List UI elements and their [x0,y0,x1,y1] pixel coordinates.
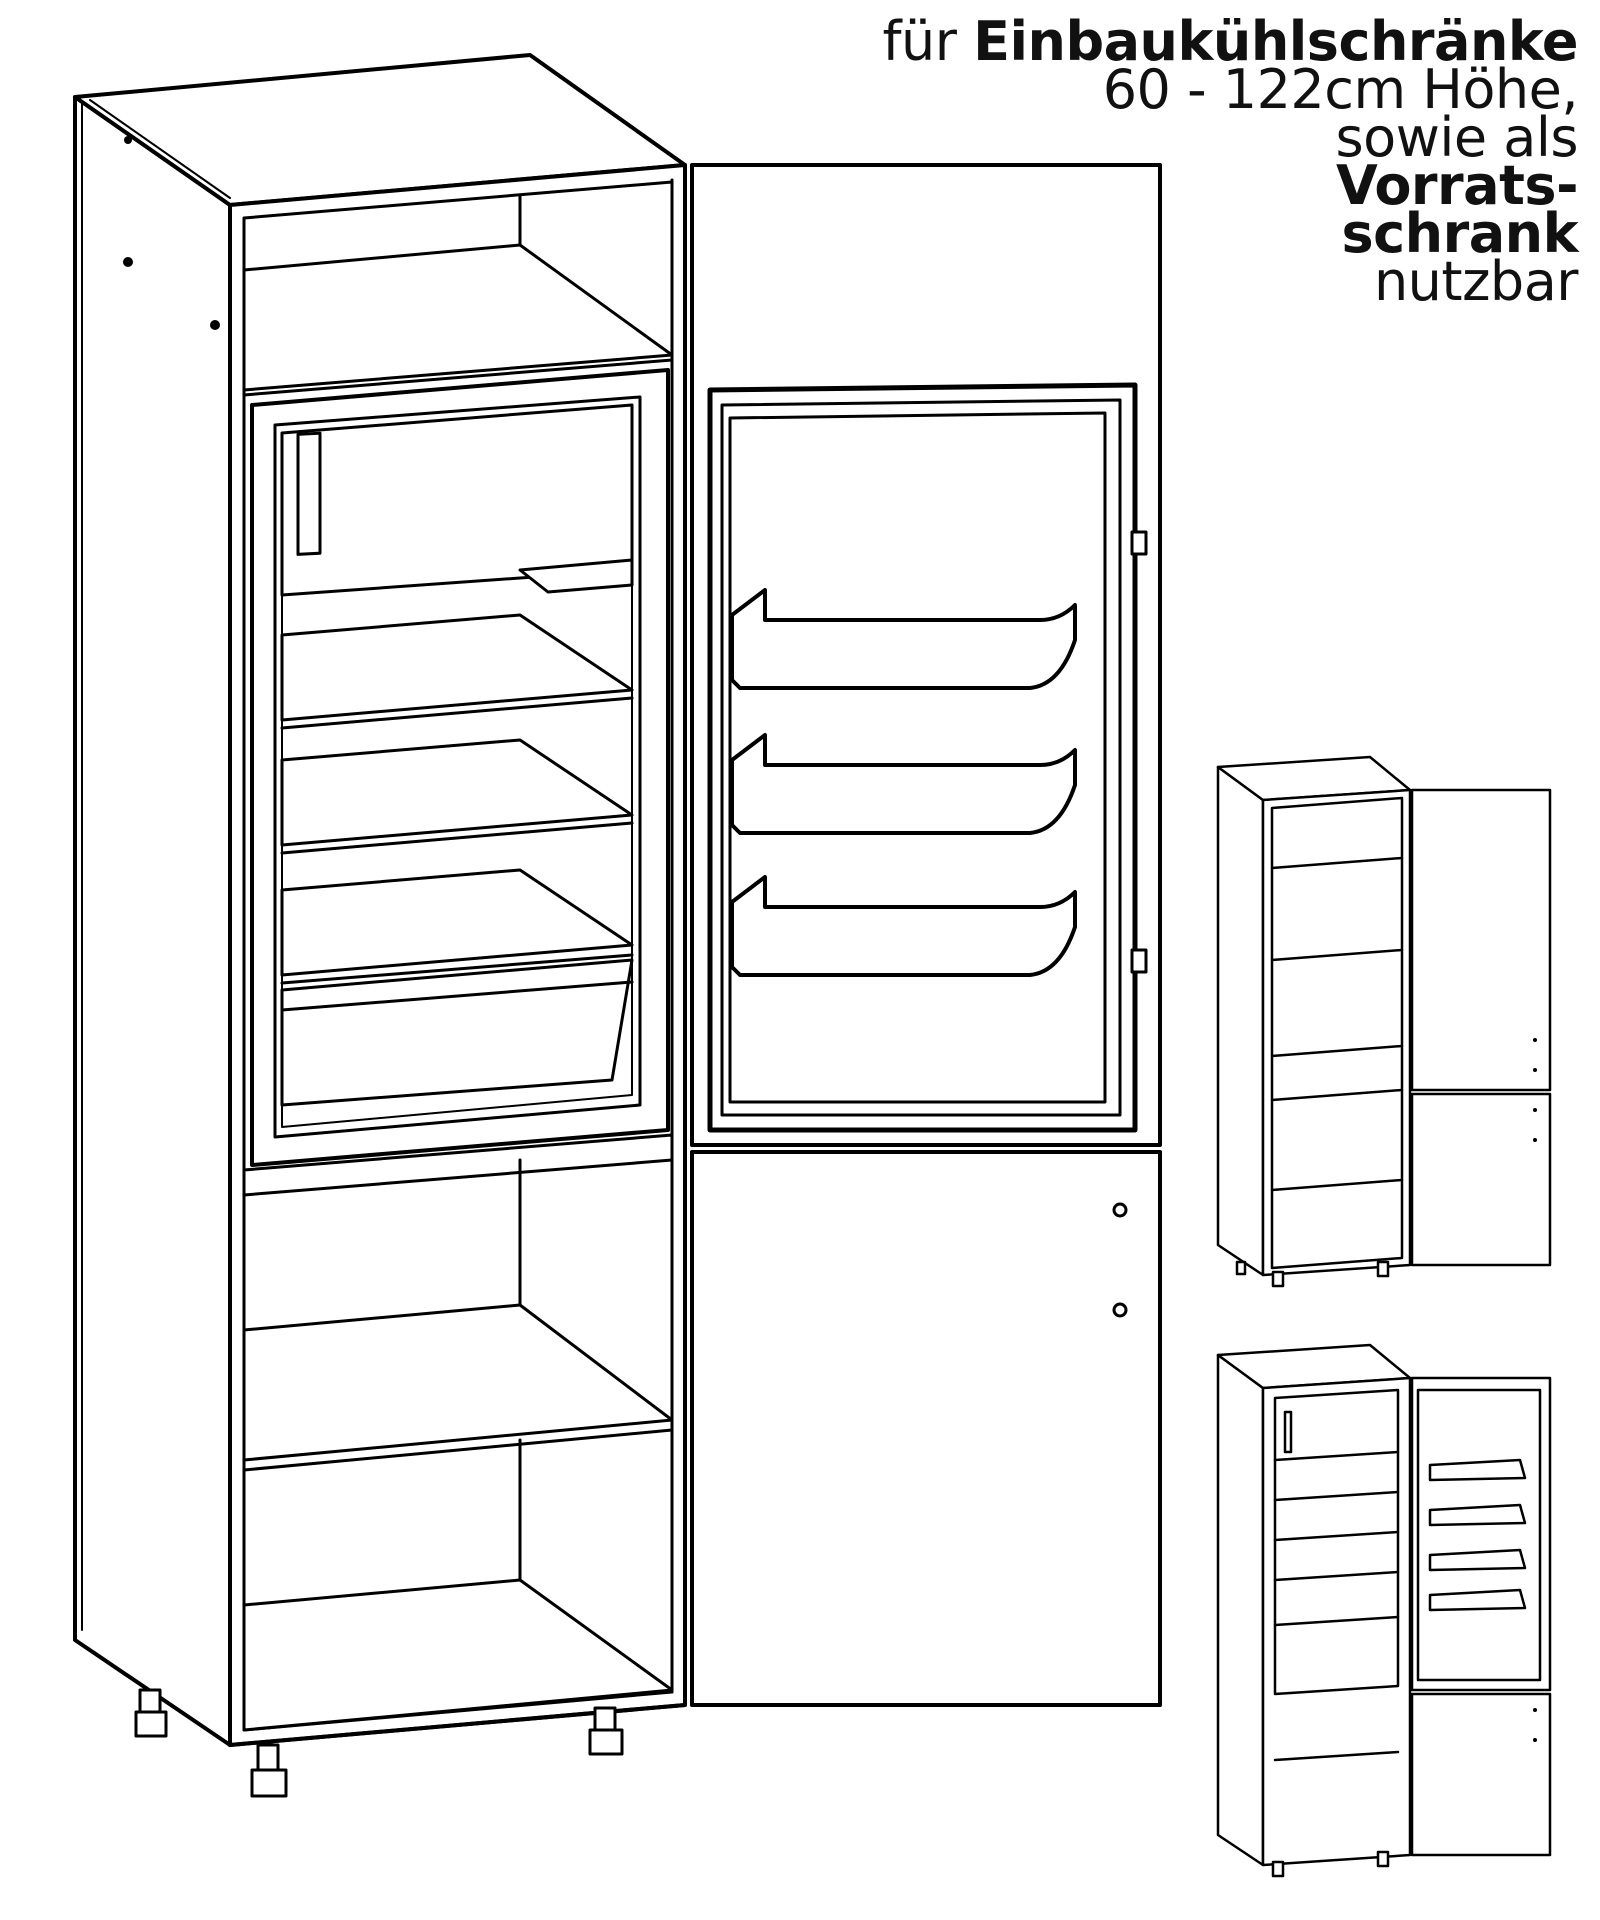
lower-door-panel [690,1150,1162,1707]
headline-usable: nutzbar [1373,250,1579,313]
headline-product-type: Einbaukühlschränke [973,10,1578,73]
freezer-handle [296,431,322,556]
headline-line-1: für Einbaukühlschränke [678,15,1579,69]
lower-shelf-1 [242,1303,674,1462]
door-bins [730,588,1077,977]
headline-pantry-2: schrank [1341,202,1578,265]
fridge-shelf-3 [280,868,634,977]
fridge-shelf-1 [280,613,634,722]
bottom-shelf [242,1578,674,1732]
lower-divider [242,1133,674,1197]
cabinet-legs [134,1688,624,1798]
headline: für Einbaukühlschränke 60 - 122cm Höhe, … [678,15,1579,313]
headline-pantry-1: Vorrats- [1335,154,1579,217]
top-shelf [242,243,674,392]
headline-prefix: für [882,10,974,73]
headline-connector: sowie als [1335,106,1579,169]
fridge-shelf-2 [280,738,634,847]
crisper-drawer [280,958,634,1107]
headline-height-range: 60 - 122cm Höhe, [1102,58,1579,121]
